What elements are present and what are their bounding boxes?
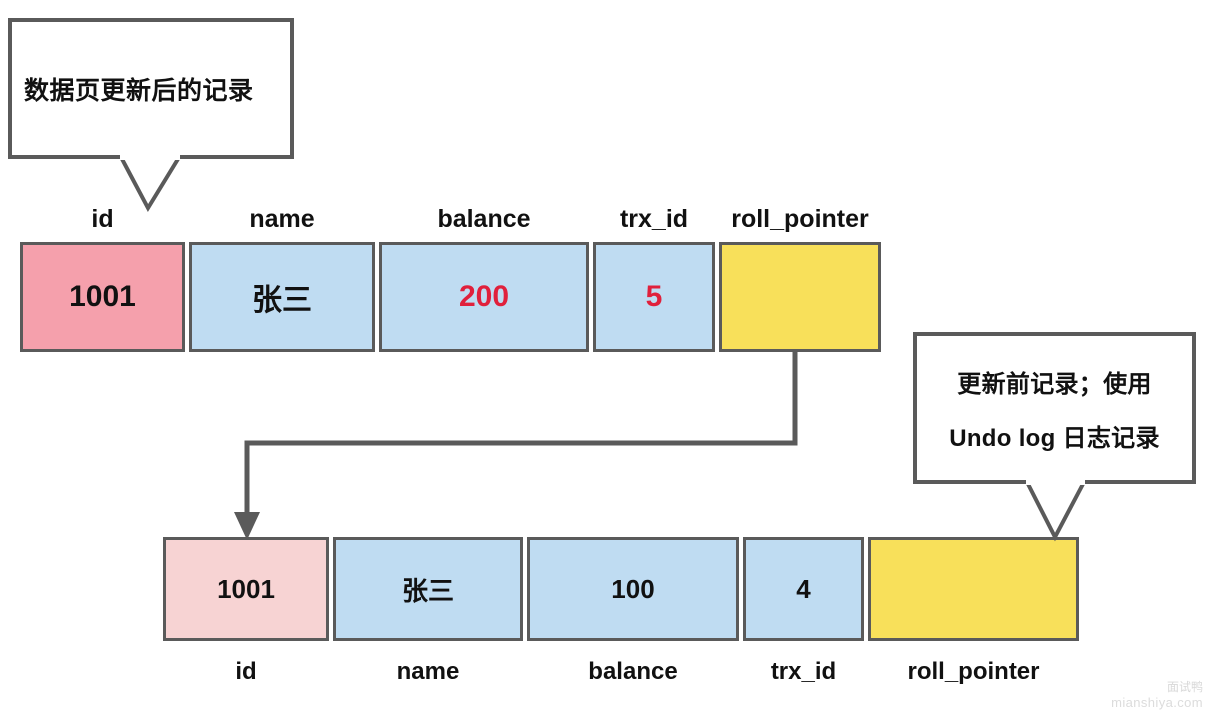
watermark-url: mianshiya.com	[1111, 694, 1203, 710]
bottom-record-column-labels: id name balance trx_id roll_pointer	[163, 658, 1079, 686]
top-label-name: name	[249, 205, 315, 233]
top-label-roll-pointer: roll_pointer	[731, 205, 869, 233]
bottom-label-name: name	[396, 658, 460, 685]
bottom-cell-balance: 100	[527, 537, 739, 641]
watermark-brand: 面试鸭	[1166, 679, 1203, 694]
bottom-label-balance: balance	[588, 658, 678, 685]
callout-undo-log-line-1: 更新前记录；使用	[957, 370, 1152, 398]
callout-undo-log-tail	[1026, 479, 1085, 542]
callout-undo-log: 更新前记录；使用 Undo log 日志记录	[913, 332, 1196, 484]
bottom-label-id: id	[235, 658, 257, 685]
bottom-cell-roll-pointer	[868, 537, 1079, 641]
callout-undo-log-line-2: Undo log 日志记录	[949, 424, 1160, 452]
bottom-cell-id: 1001	[163, 537, 329, 641]
top-cell-roll-pointer	[719, 242, 881, 352]
bottom-cell-trx-id: 4	[743, 537, 864, 641]
top-cell-trx-id: 5	[593, 242, 715, 352]
callout-updated-record: 数据页更新后的记录	[8, 18, 294, 159]
top-cell-name: 张三	[189, 242, 375, 352]
bottom-label-trx-id: trx_id	[770, 658, 837, 685]
top-cell-id: 1001	[20, 242, 185, 352]
top-label-balance: balance	[437, 205, 531, 233]
top-cell-balance: 200	[379, 242, 589, 352]
top-label-id: id	[91, 205, 114, 233]
bottom-record-row: 1001 张三 100 4	[163, 537, 1079, 641]
watermark: 面试鸭 mianshiya.com	[1111, 680, 1203, 711]
top-record-column-labels: id name balance trx_id roll_pointer	[20, 205, 881, 234]
top-label-trx-id: trx_id	[619, 205, 689, 233]
bottom-label-roll-pointer: roll_pointer	[907, 658, 1040, 685]
callout-updated-record-tail	[120, 154, 180, 213]
bottom-cell-name: 张三	[333, 537, 523, 641]
callout-updated-record-line-1: 数据页更新后的记录	[24, 76, 254, 105]
top-record-row: 1001 张三 200 5	[20, 242, 881, 352]
